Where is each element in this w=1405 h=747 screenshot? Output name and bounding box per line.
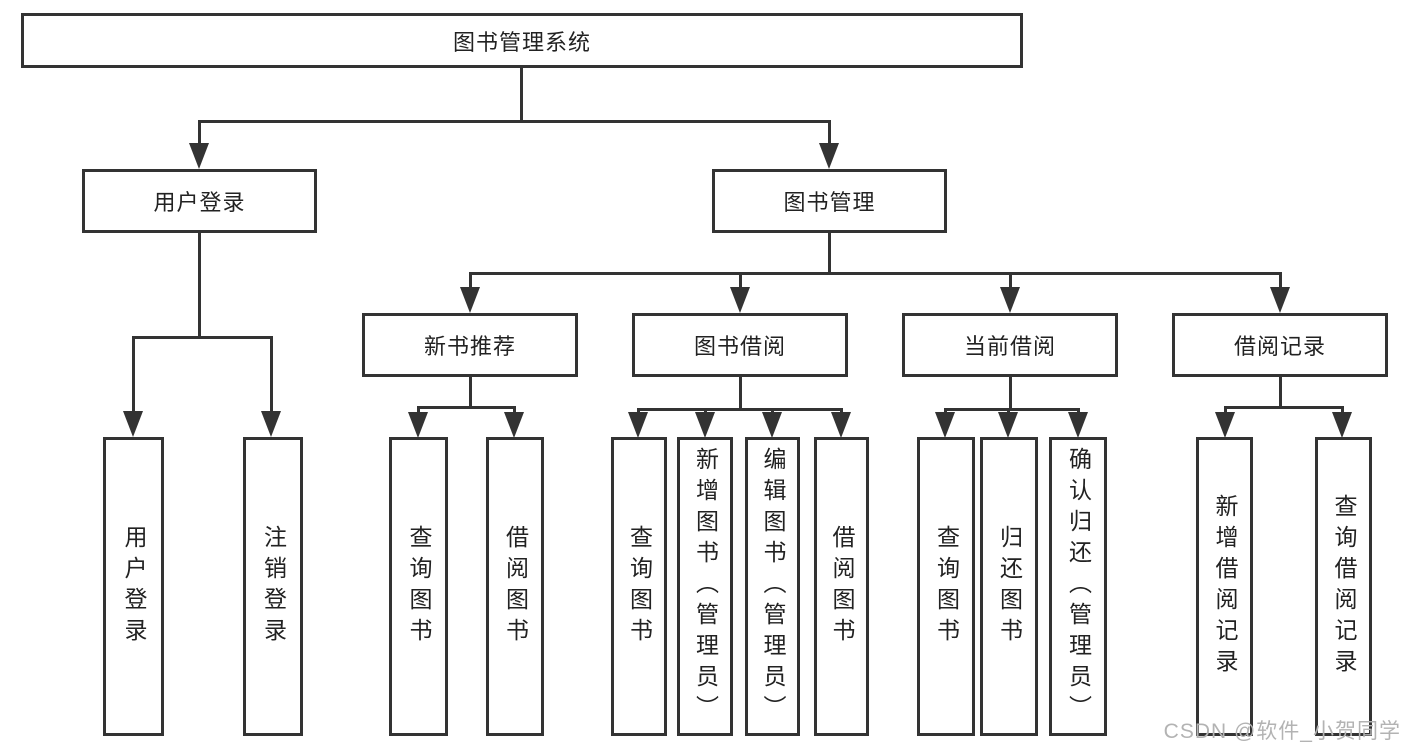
connector-line (637, 408, 640, 413)
connector-line (1009, 377, 1012, 408)
leaf-recommend-borrow-book: 借阅图书 (486, 437, 544, 736)
connector-line (198, 120, 201, 145)
node-label: 新增图书（管理员） (692, 447, 719, 726)
node-label: 编辑图书（管理员） (760, 447, 786, 726)
node-borrow-records: 借阅记录 (1172, 313, 1388, 377)
connector-line (637, 408, 843, 411)
node-book-management: 图书管理 (712, 169, 947, 233)
node-label: 查询图书 (626, 524, 653, 649)
arrowhead-icon (408, 412, 428, 438)
node-label: 当前借阅 (963, 334, 1056, 359)
connector-line (1007, 408, 1010, 413)
arrowhead-icon (935, 412, 955, 438)
node-label: 新增借阅记录 (1212, 493, 1238, 680)
connector-line (132, 336, 273, 339)
leaf-borrowing-edit-book-admin: 编辑图书（管理员） (745, 437, 800, 736)
node-label: 图书借阅 (693, 334, 786, 359)
node-label: 新书推荐 (423, 334, 516, 359)
node-new-book-recommend: 新书推荐 (362, 313, 578, 377)
connector-line (828, 233, 831, 272)
connector-line (132, 336, 135, 413)
node-label: 图书管理系统 (452, 29, 591, 55)
node-label: 查询图书 (406, 524, 432, 649)
node-label: 归还图书 (996, 524, 1023, 649)
node-label: 注销登录 (260, 524, 287, 649)
leaf-borrowing-borrow-book: 借阅图书 (814, 437, 869, 736)
arrowhead-icon (504, 412, 524, 438)
node-label: 查询图书 (933, 524, 960, 649)
arrowhead-icon (998, 412, 1018, 438)
arrowhead-icon (1215, 412, 1235, 438)
leaf-current-confirm-return-admin: 确认归还（管理员） (1049, 437, 1107, 736)
connector-line (1279, 377, 1282, 406)
arrowhead-icon (730, 287, 750, 313)
arrowhead-icon (762, 412, 782, 438)
arrowhead-icon (831, 412, 851, 438)
connector-line (469, 377, 472, 406)
node-book-borrowing: 图书借阅 (632, 313, 848, 377)
node-current-borrowing: 当前借阅 (902, 313, 1118, 377)
connector-line (469, 272, 472, 289)
connector-line (1341, 406, 1344, 413)
connector-line (198, 120, 831, 123)
arrowhead-icon (1000, 287, 1020, 313)
arrowhead-icon (1068, 412, 1088, 438)
leaf-user-login: 用户登录 (103, 437, 164, 736)
node-label: 借阅图书 (502, 524, 529, 649)
node-label: 图书管理 (783, 190, 876, 215)
connector-line (840, 408, 843, 413)
csdn-watermark: CSDN @软件_小贺同学 (1163, 720, 1401, 743)
connector-line (1009, 272, 1012, 289)
node-label: 查询借阅记录 (1331, 493, 1357, 680)
arrowhead-icon (460, 287, 480, 313)
connector-line (1279, 272, 1282, 289)
node-label: 借阅图书 (829, 524, 855, 649)
arrowhead-icon (189, 143, 209, 169)
arrowhead-icon (261, 411, 281, 437)
connector-line (513, 406, 516, 413)
connector-line (944, 408, 947, 413)
connector-line (739, 272, 742, 289)
connector-line (270, 336, 273, 413)
connector-line (739, 377, 742, 408)
connector-line (417, 406, 420, 413)
arrowhead-icon (695, 412, 715, 438)
leaf-current-return-book: 归还图书 (980, 437, 1038, 736)
connector-line (944, 408, 1080, 411)
connector-line (469, 272, 1282, 275)
leaf-logout-login: 注销登录 (243, 437, 303, 736)
connector-line (704, 408, 707, 413)
node-label: 用户登录 (153, 190, 246, 215)
node-label: 借阅记录 (1233, 334, 1326, 359)
arrowhead-icon (1270, 287, 1290, 313)
leaf-borrowing-add-book-admin: 新增图书（管理员） (677, 437, 733, 736)
arrowhead-icon (123, 411, 143, 437)
connector-line (417, 406, 515, 409)
node-label: 确认归还（管理员） (1065, 447, 1092, 726)
leaf-records-add-borrow-record: 新增借阅记录 (1196, 437, 1253, 736)
connector-line (771, 408, 774, 413)
connector-line (1224, 406, 1227, 413)
connector-line (520, 68, 523, 120)
arrowhead-icon (628, 412, 648, 438)
connector-line (198, 233, 201, 336)
arrowhead-icon (819, 143, 839, 169)
leaf-recommend-query-book: 查询图书 (389, 437, 448, 736)
leaf-current-query-book: 查询图书 (917, 437, 975, 736)
leaf-records-query-borrow-record: 查询借阅记录 (1315, 437, 1372, 736)
leaf-borrowing-query-book: 查询图书 (611, 437, 667, 736)
connector-line (828, 120, 831, 145)
connector-line (1077, 408, 1080, 413)
node-user-login: 用户登录 (82, 169, 317, 233)
node-library-management-system: 图书管理系统 (21, 13, 1023, 68)
connector-line (1224, 406, 1344, 409)
arrowhead-icon (1332, 412, 1352, 438)
node-label: 用户登录 (121, 524, 147, 649)
